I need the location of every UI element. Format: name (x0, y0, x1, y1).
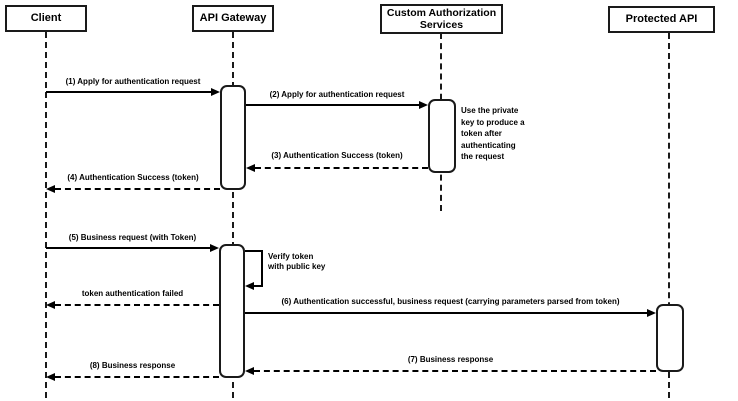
note-private-key: Use the private key to produce a token a… (461, 106, 525, 162)
self-message-arrowhead (245, 282, 254, 290)
participant-custom-auth: Custom Authorization Services (380, 4, 503, 34)
activation-custom-auth (428, 99, 456, 173)
message-8-line (55, 376, 219, 378)
message-6-label: (6) Authentication successful, business … (281, 297, 620, 306)
participant-client: Client (5, 5, 87, 32)
activation-api-gateway-2 (219, 244, 245, 378)
message-6-line (245, 312, 648, 314)
message-8-arrowhead (46, 373, 55, 381)
message-3-label: (3) Authentication Success (token) (271, 151, 403, 160)
message-5-line (46, 247, 211, 249)
message-2-line (246, 104, 420, 106)
message-7-arrowhead (245, 367, 254, 375)
self-message-right-line (261, 250, 263, 287)
lifeline-api-gateway (232, 32, 234, 398)
message-1-line (46, 91, 212, 93)
message-4-line (55, 188, 220, 190)
message-1-arrowhead (211, 88, 220, 96)
message-8-label: (8) Business response (89, 361, 176, 370)
self-message-bottom-line (253, 285, 263, 287)
activation-protected-api (656, 304, 684, 372)
lifeline-client (45, 32, 47, 398)
participant-client-label: Client (30, 12, 62, 25)
message-3-arrowhead (246, 164, 255, 172)
message-6-arrowhead (647, 309, 656, 317)
message-2-arrowhead (419, 101, 428, 109)
participant-api-gateway-label: API Gateway (199, 12, 267, 25)
self-message-top-line (245, 250, 263, 252)
self-message-label: Verify token with public key (268, 252, 326, 272)
message-7-line (254, 370, 656, 372)
message-3-line (255, 167, 428, 169)
participant-protected-api-label: Protected API (625, 13, 698, 26)
message-token-failed-arrowhead (46, 301, 55, 309)
message-4-label: (4) Authentication Success (token) (67, 173, 199, 182)
lifeline-protected-api (668, 33, 670, 398)
participant-custom-auth-label: Custom Authorization Services (386, 6, 497, 31)
message-5-label: (5) Business request (with Token) (68, 233, 197, 242)
activation-api-gateway-1 (220, 85, 246, 190)
message-7-label: (7) Business response (407, 355, 494, 364)
message-5-arrowhead (210, 244, 219, 252)
message-4-arrowhead (46, 185, 55, 193)
message-token-failed-label: token authentication failed (81, 289, 184, 298)
message-1-label: (1) Apply for authentication request (65, 77, 201, 86)
message-token-failed-line (55, 304, 219, 306)
participant-protected-api: Protected API (608, 6, 715, 33)
message-2-label: (2) Apply for authentication request (269, 90, 405, 99)
participant-api-gateway: API Gateway (192, 5, 274, 32)
